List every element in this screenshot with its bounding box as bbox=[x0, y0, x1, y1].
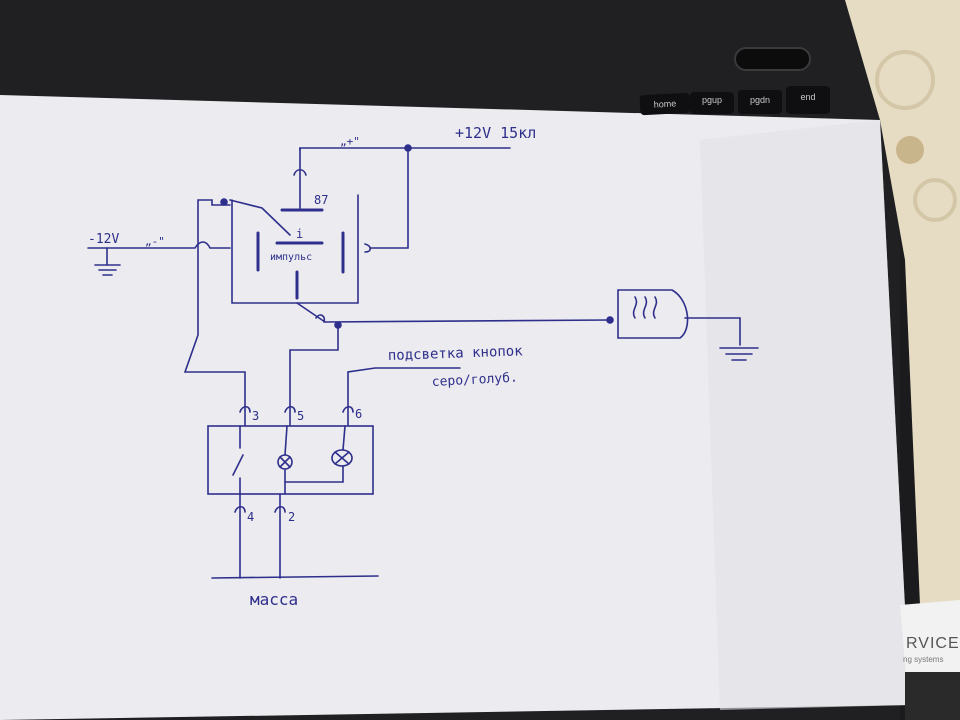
pin5-connector bbox=[284, 405, 296, 426]
pin5-wire bbox=[289, 324, 339, 409]
backlight-label: подсветка кнопок bbox=[388, 343, 524, 364]
pin-5-label: 5 bbox=[297, 409, 304, 423]
pin-4-label: 4 bbox=[247, 510, 254, 524]
relay-output-wire bbox=[296, 302, 611, 323]
pin4-connector bbox=[234, 493, 246, 579]
card-dark-band bbox=[905, 672, 960, 720]
paper-sheet bbox=[0, 95, 910, 720]
heater-ground-symbol bbox=[719, 347, 759, 361]
left-loop-dot bbox=[220, 198, 228, 206]
key-end: end bbox=[786, 86, 830, 114]
pin6-connector bbox=[342, 405, 354, 426]
heater-ground-wire bbox=[684, 317, 741, 346]
tablecloth-pattern-2 bbox=[913, 178, 957, 222]
pin3-connector bbox=[239, 405, 251, 426]
lamp-6-cross bbox=[334, 451, 350, 465]
pin-3-label: 3 bbox=[252, 409, 259, 423]
wiring-diagram bbox=[87, 144, 759, 579]
key-pgdn: pgdn bbox=[738, 90, 782, 114]
junction-dot bbox=[404, 144, 412, 152]
lamp-6-wires bbox=[284, 425, 346, 483]
relay-pin-87-label: 87 bbox=[314, 193, 328, 207]
key-pgup-label: pgup bbox=[701, 95, 723, 105]
ground-bus bbox=[211, 575, 379, 579]
tablecloth-stain bbox=[896, 136, 924, 164]
plus-label: „+" bbox=[340, 135, 360, 148]
relay-coil-mark: i bbox=[296, 227, 303, 241]
pin2-connector bbox=[274, 493, 286, 579]
paper-shadow bbox=[700, 120, 910, 710]
key-home-label: home bbox=[653, 98, 677, 110]
tablecloth-pattern bbox=[875, 50, 935, 110]
output-connector bbox=[315, 314, 326, 323]
ground-input-symbol bbox=[94, 264, 121, 276]
relay-coil-label: импульс bbox=[270, 252, 312, 263]
supply-label: +12V 15кл bbox=[455, 124, 536, 142]
lamp-6 bbox=[331, 449, 353, 467]
key-home: home bbox=[639, 92, 691, 116]
left-loop-wire bbox=[183, 199, 246, 411]
pin-2-label: 2 bbox=[288, 510, 295, 524]
block-switch bbox=[232, 425, 244, 495]
minus-label: „-" bbox=[145, 235, 165, 248]
heater-input-dot bbox=[606, 316, 614, 324]
right-contact-connector bbox=[364, 243, 372, 253]
key-pgdn-label: pgdn bbox=[749, 95, 771, 105]
supply-drop-wire bbox=[369, 147, 409, 249]
pin87-connector bbox=[293, 168, 307, 176]
lamp-5-cross bbox=[279, 456, 291, 468]
card-text-bottom: ng systems bbox=[903, 655, 943, 664]
wire-color-label: серо/голуб. bbox=[431, 371, 518, 390]
key-pgup: pgup bbox=[690, 92, 734, 114]
card-text-top: RVICE bbox=[906, 635, 960, 652]
key-end-label: end bbox=[800, 92, 816, 102]
heater-waves bbox=[632, 296, 658, 319]
pin6-wire bbox=[347, 367, 461, 409]
button-block bbox=[207, 425, 374, 495]
relay-box bbox=[231, 194, 359, 304]
relay-switch-arm bbox=[229, 199, 291, 236]
ground-input-label: -12V bbox=[88, 232, 119, 247]
ground-input-wire bbox=[87, 241, 231, 249]
pin-6-label: 6 bbox=[355, 407, 362, 421]
ground-label: масса bbox=[250, 590, 298, 609]
laptop-hinge-button bbox=[734, 47, 811, 71]
